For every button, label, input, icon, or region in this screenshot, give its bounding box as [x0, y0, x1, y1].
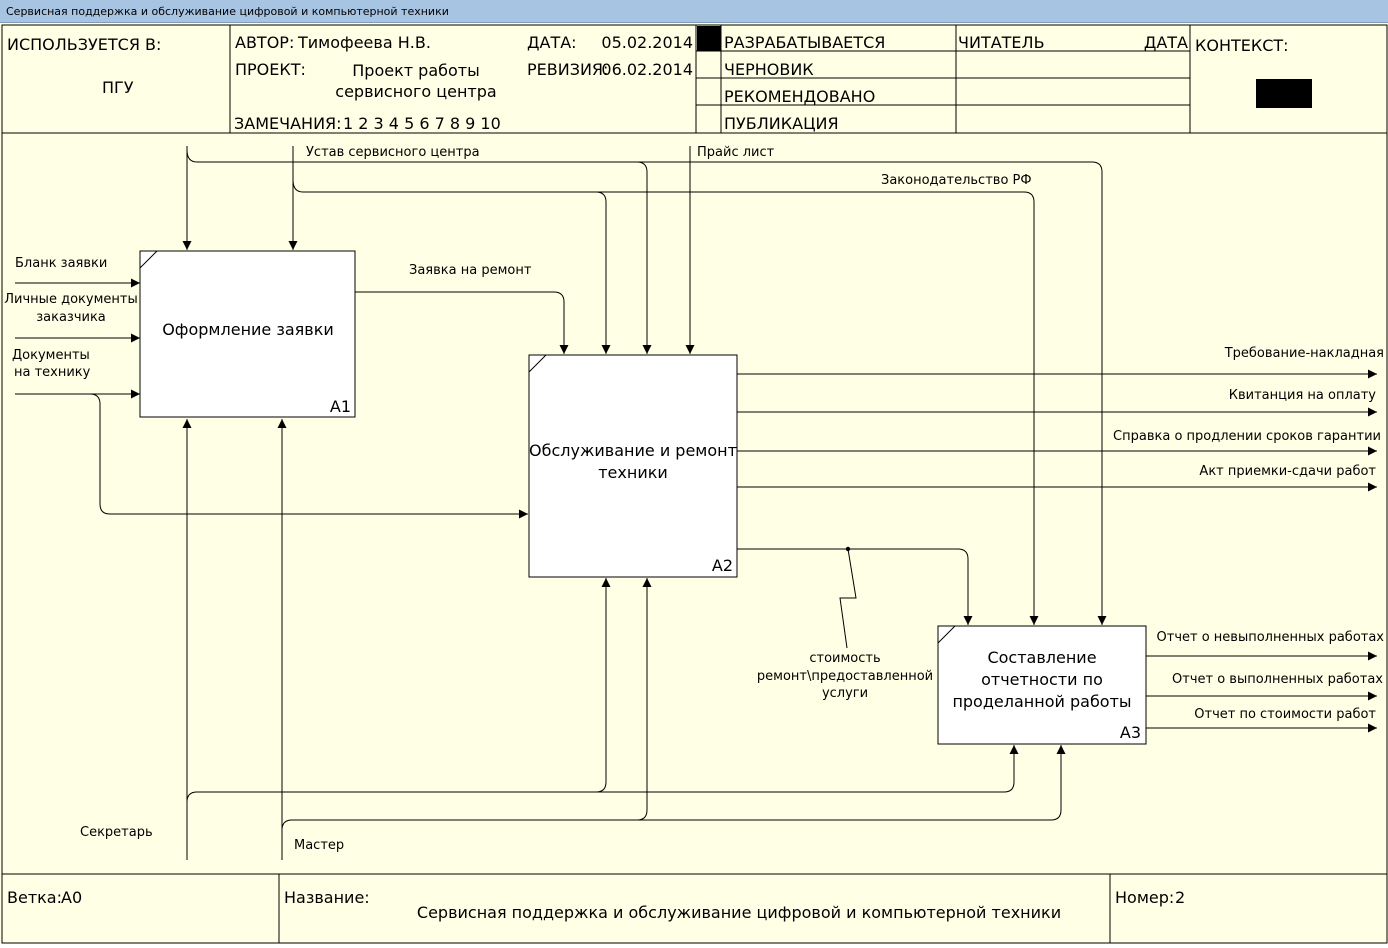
arrow-ustav-a3: [637, 161, 1107, 625]
footer-node-value: А0: [61, 888, 82, 907]
revision-label: РЕВИЗИЯ:: [527, 60, 608, 79]
activity-a1-title: Оформление заявки: [162, 320, 334, 339]
status-draft: ЧЕРНОВИК: [724, 60, 814, 79]
footer-frame: [1, 873, 1388, 944]
context-label: КОНТЕКСТ:: [1195, 36, 1289, 55]
activity-a2-title-line1: Обслуживание и ремонт: [529, 441, 737, 460]
footer-name-label: Название:: [284, 888, 370, 907]
cost-junction-dot: [845, 546, 851, 552]
reader-date-label: ДАТА: [1144, 33, 1188, 52]
label-out-done: Отчет о выполненных работах: [1172, 672, 1383, 687]
label-out-warranty: Справка о продлении сроков гарантии: [1113, 429, 1381, 444]
label-out-invoice: Требование-накладная: [1224, 346, 1384, 361]
activity-a3-title-line1: Составление: [987, 648, 1096, 667]
activity-box-a1[interactable]: Оформление заявки A1: [139, 250, 356, 418]
date-value: 05.02.2014: [601, 33, 693, 52]
label-secretary: Секретарь: [80, 825, 153, 840]
author-label: АВТОР:: [235, 33, 294, 52]
author-value: Тимофеева Н.В.: [297, 33, 431, 52]
label-price: Прайс лист: [697, 145, 775, 160]
label-cost-3: услуги: [822, 686, 868, 701]
context-thumbnail: [1256, 79, 1312, 108]
label-docs-personal-2: заказчика: [36, 310, 106, 325]
activity-box-a3[interactable]: Составление отчетности по проделанной ра…: [937, 625, 1147, 745]
label-law: Законодательство РФ: [881, 173, 1032, 188]
label-request: Заявка на ремонт: [409, 263, 532, 278]
window-title: Сервисная поддержка и обслуживание цифро…: [0, 0, 1388, 23]
activity-a3-number: A3: [1120, 723, 1141, 742]
footer-number-label: Номер:: [1115, 888, 1174, 907]
label-master: Мастер: [294, 838, 344, 853]
revision-value: 06.02.2014: [601, 60, 693, 79]
arrow-secretary-a2: [186, 578, 611, 803]
label-docs-tech-1: Документы: [12, 348, 90, 363]
project-value-line1: Проект работы: [352, 61, 479, 80]
activity-a1-number: A1: [330, 397, 351, 416]
label-docs-tech-2: на технику: [14, 365, 91, 380]
footer-number-value: 2: [1175, 888, 1185, 907]
label-docs-personal-1: Личные документы: [4, 292, 137, 307]
arrow-cost: [737, 548, 973, 625]
notes-value: 1 2 3 4 5 6 7 8 9 10: [343, 114, 501, 133]
arrow-law-a3: [596, 191, 1039, 625]
activity-a2-number: A2: [712, 556, 733, 575]
status-developing: РАЗРАБАТЫВАЕТСЯ: [724, 33, 885, 52]
status-publication: ПУБЛИКАЦИЯ: [724, 114, 839, 133]
project-value-line2: сервисного центра: [335, 82, 496, 101]
label-out-cost: Отчет по стоимости работ: [1194, 707, 1376, 722]
status-marker: [697, 26, 721, 51]
activity-a3-title-line3: проделанной работы: [952, 692, 1131, 711]
arrow-secretary-a3: [596, 745, 1019, 793]
status-recommended: РЕКОМЕНДОВАНО: [724, 87, 875, 106]
cost-squiggle: [839, 548, 857, 649]
activity-a2-title-line2: техники: [598, 463, 668, 482]
arrow-master-a3: [637, 745, 1066, 821]
used-in-label: ИСПОЛЬЗУЕТСЯ В:: [7, 35, 161, 54]
idef0-diagram-canvas: ИСПОЛЬЗУЕТСЯ В: ПГУ АВТОР: Тимофеева Н.В…: [0, 23, 1388, 944]
label-out-act: Акт приемки-сдачи работ: [1199, 464, 1376, 479]
footer-name-value: Сервисная поддержка и обслуживание цифро…: [417, 903, 1061, 922]
notes-label: ЗАМЕЧАНИЯ:: [234, 114, 342, 133]
label-ustav: Устав сервисного центра: [306, 145, 480, 160]
used-in-value: ПГУ: [102, 78, 134, 97]
arrow-docs-tech-a2: [89, 393, 528, 519]
label-out-receipt: Квитанция на оплату: [1229, 388, 1377, 403]
activity-a3-title-line2: отчетности по: [981, 670, 1103, 689]
project-label: ПРОЕКТ:: [235, 60, 306, 79]
activity-box-a2[interactable]: Обслуживание и ремонт техники A2: [528, 354, 738, 578]
footer-node-label: Ветка:: [7, 888, 62, 907]
label-cost-1: стоимость: [809, 651, 880, 666]
label-blank: Бланк заявки: [15, 256, 107, 271]
label-out-not-done: Отчет о невыполненных работах: [1157, 630, 1385, 645]
label-cost-2: ремонт\предоставленной: [757, 669, 933, 684]
reader-label: ЧИТАТЕЛЬ: [958, 33, 1045, 52]
arrow-request: [355, 291, 569, 354]
date-label: ДАТА:: [527, 33, 577, 52]
